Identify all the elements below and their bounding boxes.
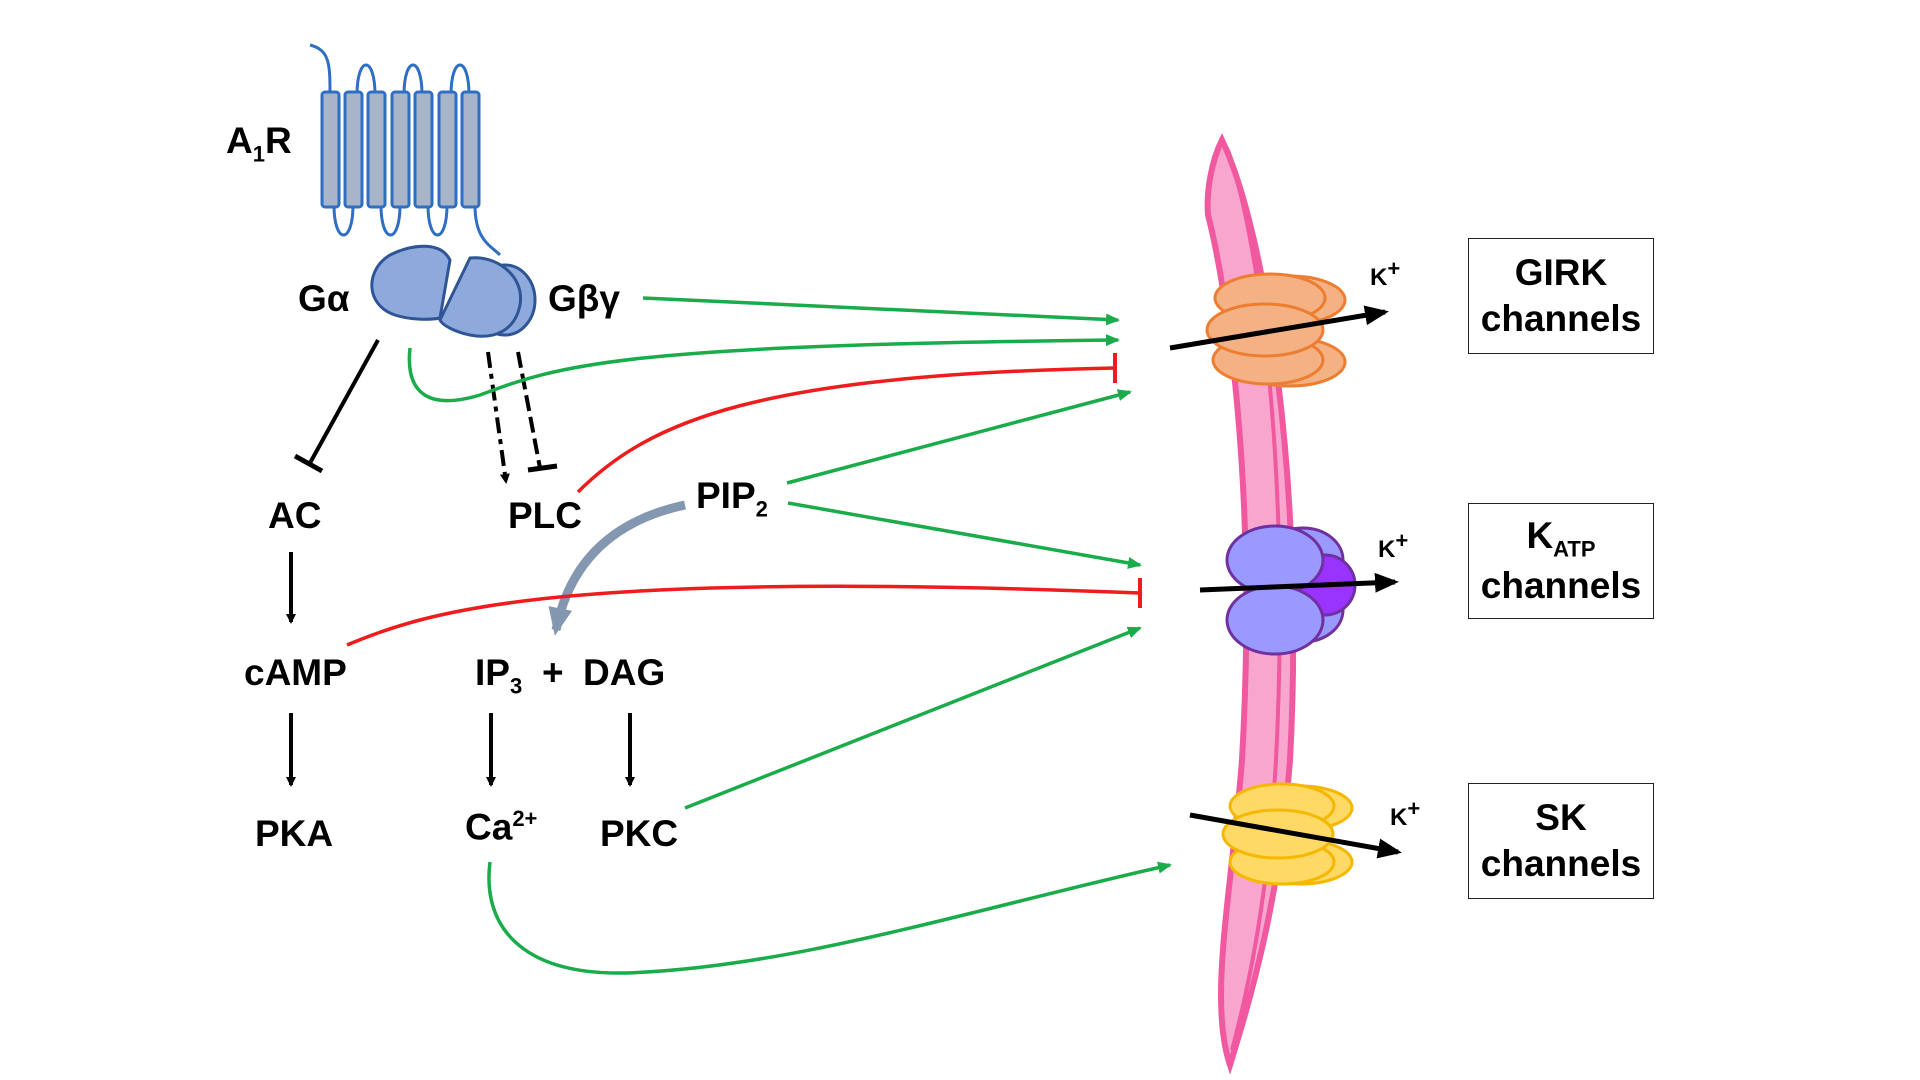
girk-box-line1: GIRK (1514, 251, 1608, 293)
g-alpha-label: Gα (298, 278, 350, 319)
girk-box-line2: channels (1480, 298, 1642, 339)
a1r-label: A1R (226, 120, 292, 167)
sk-channel-icon (1221, 782, 1354, 886)
sk-box-line2: channels (1480, 843, 1642, 884)
katp-box-line2: channels (1480, 564, 1642, 606)
camp-label: cAMP (244, 652, 347, 693)
g-alpha-icon (370, 244, 452, 321)
g-betagamma-label: Gβγ (548, 278, 620, 319)
ca-label: Ca2+ (465, 806, 538, 848)
plc-girk-inhibition (576, 366, 1116, 494)
pip2-katp-activation (787, 501, 1142, 569)
camp-katp-inhibition (346, 584, 1141, 647)
gbg-plc-dashed-inhibition (516, 351, 542, 469)
pip2-hydrolysis-arrow (548, 500, 686, 636)
galpha-ac-inhibition-bar (293, 453, 324, 474)
katp-channels-box: KATP channels (1468, 503, 1654, 619)
sk-channels-box: SK channels (1468, 783, 1654, 899)
galpha-ac-inhibition (308, 339, 380, 464)
pkc-katp-activation (684, 626, 1142, 810)
girk-channels-box: GIRK channels (1468, 238, 1654, 354)
gbg-girk-activation (642, 296, 1120, 326)
ca-sk-activation (487, 861, 1172, 975)
pkc-label: PKC (600, 813, 679, 854)
dag-label: DAG (583, 652, 666, 693)
gbg-plc-dashed-arrow (486, 351, 510, 484)
gbg-plc-inhibition-bar (527, 463, 558, 473)
sk-k-label: K+ (1390, 796, 1421, 831)
pka-label: PKA (255, 813, 334, 854)
plus-label: + (542, 652, 564, 693)
katp-k-flux-arrow (1199, 572, 1399, 593)
sk-box-line1: SK (1535, 796, 1587, 838)
g-betagamma-icon (438, 256, 537, 338)
membrane-highlight (1226, 149, 1282, 1051)
a1-receptor-icon (309, 43, 502, 257)
plc-label: PLC (508, 495, 582, 536)
pip2-girk-activation (786, 389, 1132, 485)
pip2-label: PIP2 (696, 475, 768, 522)
girk-k-flux-arrow (1169, 305, 1389, 351)
katp-box-line1: KATP (1526, 514, 1596, 562)
girk-k-label: K+ (1370, 256, 1401, 291)
sk-k-flux-arrow (1189, 812, 1402, 859)
katp-k-label: K+ (1378, 528, 1409, 563)
ip3-label: IP3 (475, 652, 523, 699)
ac-label: AC (268, 495, 322, 536)
galpha-girk-activation (407, 334, 1120, 403)
